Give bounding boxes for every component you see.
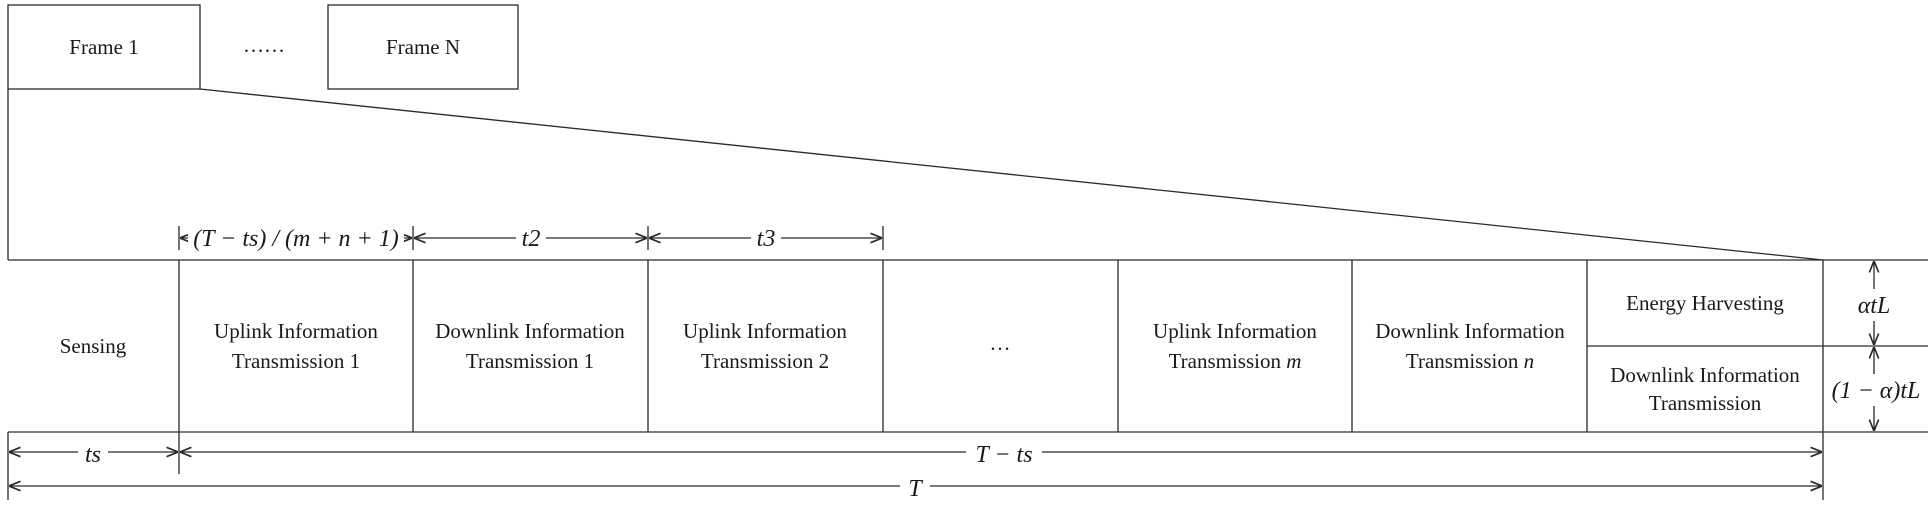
dim-T-label: T — [908, 476, 923, 502]
slot-ulm-line1: Uplink Information — [1153, 319, 1317, 343]
dim-ts-label: ts — [85, 442, 101, 468]
slot-dlx-line2: Transmission — [1649, 391, 1762, 415]
slot-ulm-line2: Transmission m — [1169, 349, 1302, 373]
slot-dlx-line1: Downlink Information — [1610, 363, 1800, 387]
frame-n-label: Frame N — [386, 35, 460, 59]
frame-1-label: Frame 1 — [69, 35, 138, 59]
slot-dln-line1: Downlink Information — [1375, 319, 1565, 343]
frame-1-box — [7, 4, 201, 90]
slot-energy-harvesting: Energy Harvesting — [1626, 291, 1784, 315]
slot-ul2-line2: Transmission 2 — [701, 349, 829, 373]
slot-ulm-word: Transmission — [1169, 349, 1282, 373]
slot-ul2-line1: Uplink Information — [683, 319, 847, 343]
slot-ul1-line2: Transmission 1 — [232, 349, 360, 373]
frames-ellipsis: …… — [243, 33, 285, 57]
dim-one-minus-alpha-label: (1 − α)tL — [1832, 378, 1921, 404]
dim-t3-label: t3 — [757, 226, 776, 252]
slot-dln-line2: Transmission n — [1406, 349, 1534, 373]
slot-dln-word: Transmission — [1406, 349, 1519, 373]
dim-t-minus-ts-label: T − ts — [975, 442, 1032, 468]
slot-ulm-var: m — [1286, 349, 1301, 373]
slot-sensing: Sensing — [60, 334, 127, 358]
slot-ul1-line1: Uplink Information — [214, 319, 378, 343]
slot-dl1-line2: Transmission 1 — [466, 349, 594, 373]
dim-slot-label: (T − ts) / (m + n + 1) — [193, 226, 398, 252]
slot-dln-var: n — [1524, 349, 1535, 373]
frame-n-box — [327, 4, 519, 90]
slot-dl1-line1: Downlink Information — [435, 319, 625, 343]
dim-t2-label: t2 — [522, 226, 541, 252]
slot-ellipsis: … — [990, 331, 1011, 355]
dim-alpha-label: αtL — [1858, 293, 1891, 319]
expand-line-right — [199, 88, 1824, 261]
